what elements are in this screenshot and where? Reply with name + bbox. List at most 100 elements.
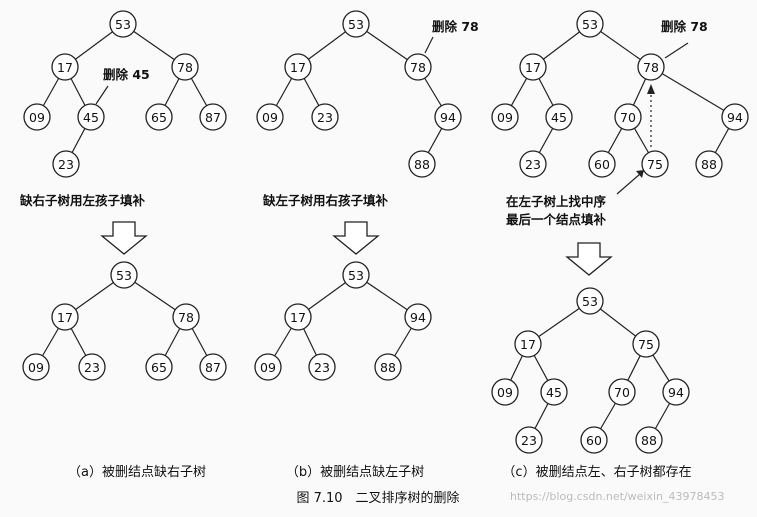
node-circle xyxy=(109,10,137,38)
node-label: 53 xyxy=(116,268,132,283)
tree-node-c-after: 70 xyxy=(608,378,636,406)
tree-node-b-after: 23 xyxy=(308,353,336,381)
node-circle xyxy=(637,53,665,81)
node-circle xyxy=(22,353,50,381)
node-label: 65 xyxy=(151,110,167,125)
node-circle xyxy=(78,353,106,381)
note-c-line1: 在左子树上找中序 xyxy=(506,194,607,209)
down-arrow-b xyxy=(332,221,380,255)
tree-node-c-before: 09 xyxy=(491,103,519,131)
node-circle xyxy=(308,353,336,381)
tree-node-c-before: 23 xyxy=(519,150,547,178)
tree-node-a-before: 23 xyxy=(52,150,80,178)
node-circle xyxy=(641,150,669,178)
tree-node-c-before: 70 xyxy=(614,103,642,131)
node-label: 70 xyxy=(614,385,630,400)
note-b: 缺左子树用右孩子填补 xyxy=(263,193,389,208)
node-label: 45 xyxy=(551,110,567,125)
tree-node-c-before: 53 xyxy=(576,10,604,38)
node-circle xyxy=(145,103,173,131)
pointer-c xyxy=(664,42,689,59)
node-label: 53 xyxy=(115,17,131,32)
tree-node-b-before: 23 xyxy=(311,103,339,131)
tree-node-c-before: 88 xyxy=(695,150,723,178)
node-label: 60 xyxy=(594,157,610,172)
tree-node-b-after: 09 xyxy=(254,353,282,381)
tree-node-b-before: 17 xyxy=(284,53,312,81)
node-circle xyxy=(588,150,616,178)
node-circle xyxy=(614,103,642,131)
node-circle xyxy=(721,103,749,131)
node-label: 09 xyxy=(497,110,513,125)
tree-node-a-after: 87 xyxy=(199,353,227,381)
node-circle xyxy=(284,53,312,81)
tree-node-a-before: 53 xyxy=(109,10,137,38)
node-label: 94 xyxy=(668,385,684,400)
node-circle xyxy=(408,150,436,178)
node-circle xyxy=(635,426,663,454)
tree-node-a-before: 17 xyxy=(51,53,79,81)
tree-node-c-before: 75 xyxy=(641,150,669,178)
node-label: 78 xyxy=(177,60,193,75)
node-circle xyxy=(172,303,200,331)
node-circle xyxy=(256,103,284,131)
tree-node-a-after: 09 xyxy=(22,353,50,381)
node-circle xyxy=(23,103,51,131)
tree-node-c-after: 09 xyxy=(491,378,519,406)
tree-node-a-before: 09 xyxy=(23,103,51,131)
node-label: 45 xyxy=(83,110,99,125)
annotation-a-delete: 删除 45 xyxy=(103,67,150,82)
tree-node-c-before: 94 xyxy=(721,103,749,131)
tree-node-c-before: 60 xyxy=(588,150,616,178)
node-label: 23 xyxy=(58,157,74,172)
node-circle xyxy=(608,378,636,406)
node-circle xyxy=(404,53,432,81)
node-circle xyxy=(515,426,543,454)
note-c-pointer-head xyxy=(636,170,644,178)
tree-node-c-after: 75 xyxy=(632,330,660,358)
node-label: 87 xyxy=(205,360,221,375)
node-label: 88 xyxy=(641,433,657,448)
node-label: 17 xyxy=(290,310,306,325)
node-circle xyxy=(404,303,432,331)
tree-node-c-before: 78 xyxy=(637,53,665,81)
node-label: 17 xyxy=(290,60,306,75)
node-circle xyxy=(254,353,282,381)
tree-node-c-after: 94 xyxy=(662,378,690,406)
node-label: 75 xyxy=(647,157,663,172)
node-circle xyxy=(311,103,339,131)
node-label: 09 xyxy=(260,360,276,375)
node-circle xyxy=(519,53,547,81)
node-label: 78 xyxy=(178,310,194,325)
node-circle xyxy=(77,103,105,131)
node-circle xyxy=(342,261,370,289)
tree-node-a-after: 53 xyxy=(110,261,138,289)
node-circle xyxy=(545,103,573,131)
node-circle xyxy=(632,330,660,358)
tree-node-a-after: 78 xyxy=(172,303,200,331)
node-label: 88 xyxy=(701,157,717,172)
tree-node-c-after: 60 xyxy=(580,426,608,454)
node-label: 09 xyxy=(262,110,278,125)
node-label: 88 xyxy=(380,360,396,375)
tree-node-b-before: 53 xyxy=(342,10,370,38)
pointer-a xyxy=(95,85,109,105)
node-circle xyxy=(145,353,173,381)
node-label: 23 xyxy=(314,360,330,375)
tree-edge-c-before xyxy=(650,66,736,118)
tree-node-c-after: 88 xyxy=(635,426,663,454)
node-circle xyxy=(662,378,690,406)
tree-node-c-before: 17 xyxy=(519,53,547,81)
node-circle xyxy=(580,426,608,454)
node-label: 17 xyxy=(57,310,73,325)
node-circle xyxy=(51,303,79,331)
node-label: 45 xyxy=(546,385,562,400)
node-label: 53 xyxy=(348,268,364,283)
node-circle xyxy=(374,353,402,381)
node-circle xyxy=(342,10,370,38)
node-circle xyxy=(199,103,227,131)
caption-a: （a）被删结点缺右子树 xyxy=(68,465,206,480)
down-arrow-c xyxy=(565,242,613,276)
node-circle xyxy=(284,303,312,331)
node-label: 23 xyxy=(317,110,333,125)
